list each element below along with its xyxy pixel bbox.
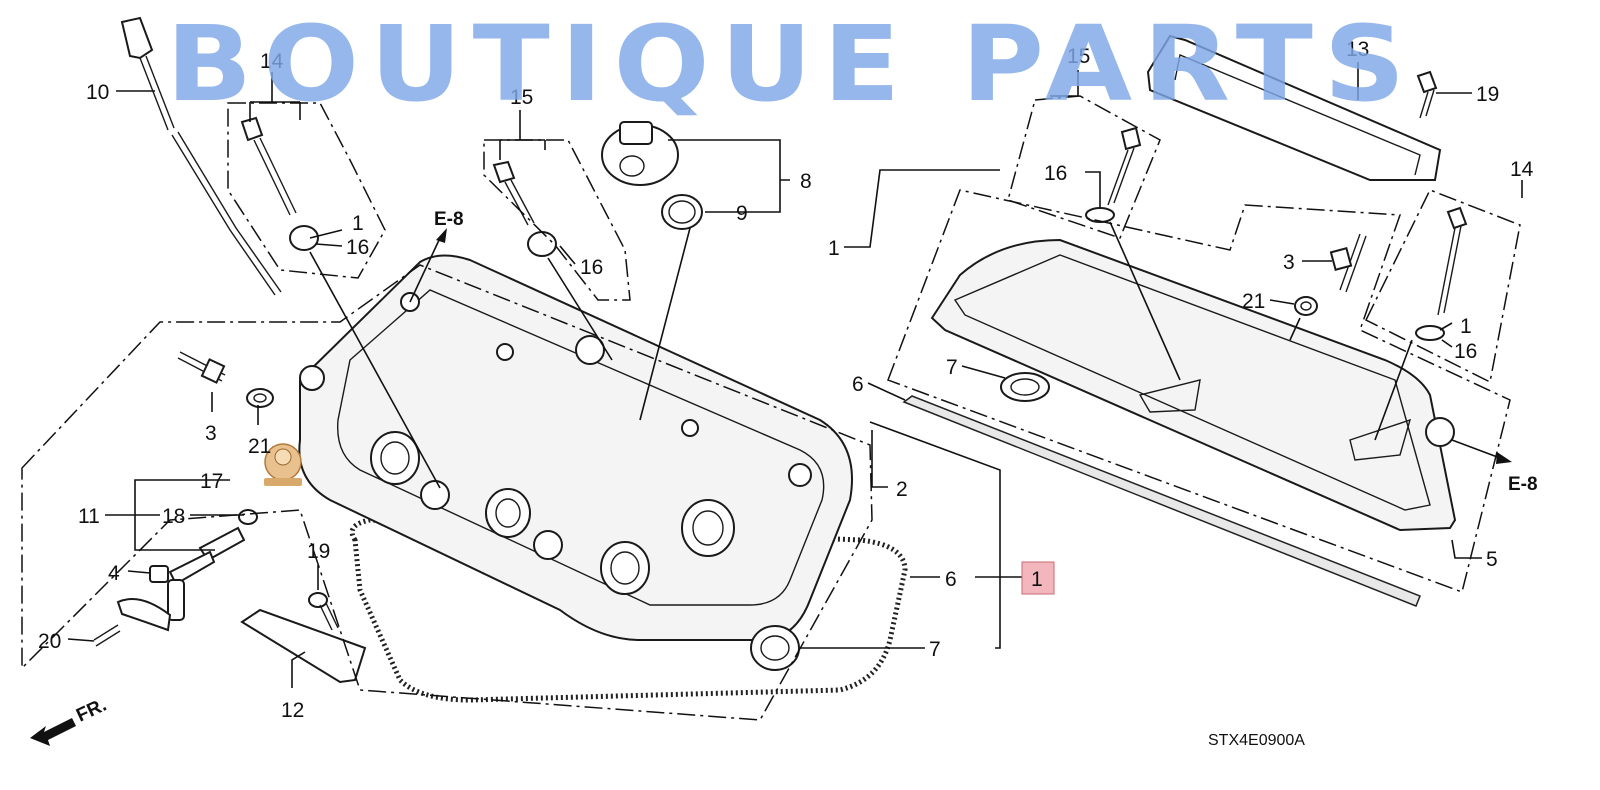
callout-1-highlighted: 1 [1031, 568, 1043, 591]
callout-19-bottom: 19 [307, 540, 330, 563]
oil-filler-cap [601, 121, 703, 230]
callout-21-right: 21 [1242, 290, 1265, 313]
callout-16-right-inner: 16 [1454, 340, 1477, 363]
callout-10: 10 [86, 81, 109, 104]
callout-7-right: 7 [946, 356, 958, 379]
left-bolt-group [177, 116, 557, 408]
callout-1-right-inner: 1 [1460, 315, 1472, 338]
callout-2: 2 [896, 478, 908, 501]
left-head-cover [298, 254, 908, 703]
front-arrow-icon: FR. [30, 695, 110, 746]
callout-20: 20 [38, 630, 61, 653]
leader-lines [67, 62, 1523, 688]
callout-5: 5 [1486, 548, 1498, 571]
callout-16-left: 16 [346, 236, 369, 259]
bracket [240, 592, 367, 684]
callout-13: 13 [1346, 38, 1369, 61]
watermark-text: BOUTIQUE PARTS [166, 3, 1416, 125]
front-direction-label: FR. [73, 695, 110, 727]
e8-ref-right-label: E-8 [1508, 474, 1538, 495]
e8-reference-left: E-8 [409, 209, 464, 303]
callout-18: 18 [162, 505, 185, 528]
callout-8: 8 [800, 170, 812, 193]
callout-6-right: 6 [852, 373, 864, 396]
callout-3-left: 3 [205, 422, 217, 445]
sensor-assembly [93, 509, 258, 647]
callout-numbers: 10 14 1 16 15 16 8 9 3 21 17 11 18 4 20 … [38, 38, 1534, 722]
callout-11: 11 [78, 505, 100, 528]
callout-21-left: 21 [248, 435, 271, 458]
callout-9: 9 [736, 202, 748, 225]
callout-16-mid: 16 [580, 256, 603, 279]
callout-16-right: 16 [1044, 162, 1067, 185]
callout-1-right-outer: 1 [828, 237, 840, 260]
callout-12: 12 [281, 699, 304, 722]
callout-19-top: 19 [1476, 83, 1499, 106]
highlighted-callout-box [1021, 561, 1055, 595]
mascot-badge-icon [264, 443, 302, 486]
callout-1-left: 1 [352, 212, 364, 235]
callout-15-right: 15 [1067, 45, 1090, 68]
e8-ref-left-label: E-8 [434, 209, 464, 230]
callout-14-right: 14 [1510, 158, 1534, 181]
callout-15-mid: 15 [510, 86, 533, 109]
diagram-code: STX4E0900A [1208, 732, 1305, 749]
right-head-cover [902, 34, 1468, 607]
e8-reference-right: E-8 [1451, 439, 1538, 495]
callout-17: 17 [200, 470, 223, 493]
callout-3-right: 3 [1283, 251, 1295, 274]
callout-6-mid: 6 [945, 568, 957, 591]
callout-7-bottom: 7 [929, 638, 941, 661]
dipstick [120, 16, 282, 296]
callout-4: 4 [108, 562, 120, 585]
callout-14-left: 14 [260, 50, 284, 73]
